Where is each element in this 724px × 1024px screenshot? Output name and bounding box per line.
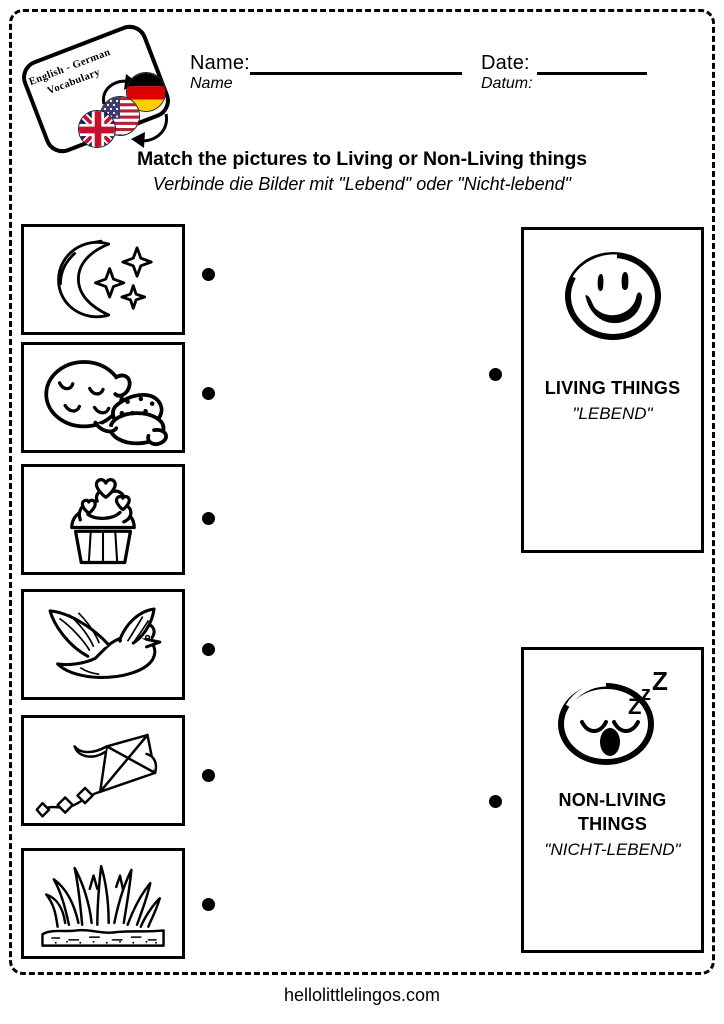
name-input[interactable] (249, 54, 462, 75)
kite-icon (35, 733, 158, 818)
worksheet-title-block: Match the pictures to Living or Non-Livi… (0, 148, 724, 195)
non-living-things-label-german: "NICHT-LEBEND" (544, 840, 681, 859)
moon-and-stars-image[interactable] (21, 224, 185, 335)
bird-icon (48, 607, 162, 679)
non-living-things-box[interactable]: Z z Z NON-LIVING THINGS "NICHT-LEBEND" (521, 647, 704, 953)
uk-flag-icon (78, 110, 116, 148)
smiley-face-icon (524, 246, 701, 346)
flying-bird-image[interactable] (21, 589, 185, 700)
svg-text:Z: Z (652, 666, 668, 696)
svg-text:z: z (641, 683, 651, 705)
page-title: Match the pictures to Living or Non-Livi… (136, 148, 588, 170)
cupcake-image[interactable] (21, 464, 185, 575)
name-field-group: Name: Name (190, 52, 462, 93)
non-living-things-label-line2: THINGS (577, 814, 648, 834)
sleeping-face-icon: Z z Z (524, 666, 701, 770)
grass-image[interactable] (21, 848, 185, 959)
svg-text:Z: Z (628, 694, 641, 719)
grass-icon (41, 864, 165, 947)
kite-image[interactable] (21, 715, 185, 826)
connector-dot-living[interactable] (489, 368, 502, 381)
footer-website: hellolittlelingos.com (283, 985, 441, 1005)
brand-logo: English - German Vocabulary (16, 19, 182, 161)
cupcake-icon (70, 478, 136, 565)
date-label-german: Datum: (481, 75, 533, 92)
date-label: Date: (481, 52, 530, 74)
connector-dot-picture-2[interactable] (202, 387, 215, 400)
living-things-label-german: "LEBEND" (572, 404, 653, 423)
baby-icon (44, 360, 168, 446)
sleeping-baby-image[interactable] (21, 342, 185, 453)
connector-dot-picture-1[interactable] (202, 268, 215, 281)
connector-dot-non-living[interactable] (489, 795, 502, 808)
date-input[interactable] (536, 54, 647, 75)
connector-dot-picture-3[interactable] (202, 512, 215, 525)
non-living-things-label-line1: NON-LIVING (558, 790, 667, 810)
crescent-moon-icon (57, 239, 153, 319)
living-things-box[interactable]: LIVING THINGS "LEBEND" (521, 227, 704, 553)
name-label-german: Name (190, 75, 233, 92)
connector-dot-picture-5[interactable] (202, 769, 215, 782)
connector-dot-picture-4[interactable] (202, 643, 215, 656)
connector-dot-picture-6[interactable] (202, 898, 215, 911)
page-border (9, 9, 715, 975)
name-label: Name: (190, 52, 250, 74)
germany-flag-icon (126, 72, 166, 112)
page-subtitle-german: Verbinde die Bilder mit "Lebend" oder "N… (152, 174, 572, 194)
flag-group (74, 70, 182, 156)
date-field-group: Date: Datum: (481, 52, 647, 93)
living-things-label: LIVING THINGS (544, 378, 681, 398)
